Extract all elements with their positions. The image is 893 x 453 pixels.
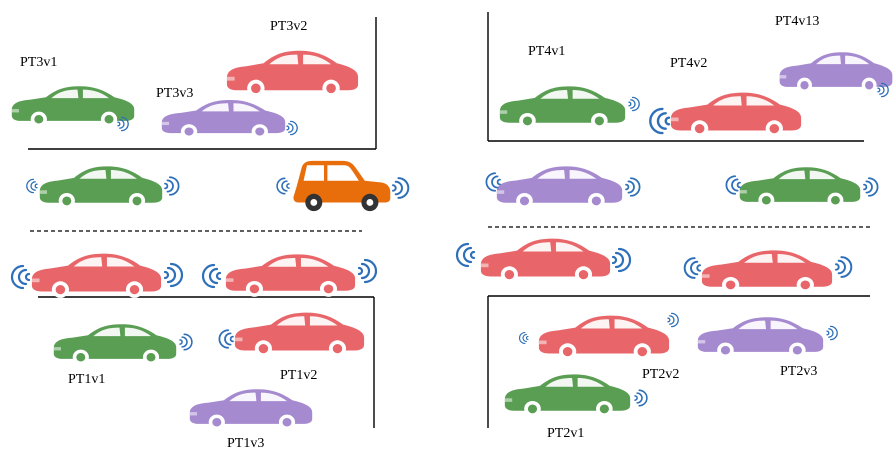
signal-left-lane2-b-front-wireless-signal-icon [357, 258, 378, 284]
signal-orange-back-wireless-signal-icon [276, 177, 290, 195]
label-pt1v3: PT1v3 [227, 436, 264, 451]
car-pt2v2-sedan-car-icon [538, 315, 670, 360]
road-lines [28, 12, 872, 428]
label-pt4v2: PT4v2 [670, 56, 707, 71]
car-left-lane2-b-sedan-car-icon [225, 254, 356, 297]
label-pt2v2: PT2v2 [642, 367, 679, 382]
signal-left-lane2-a-front-wireless-signal-icon [163, 262, 184, 288]
label-pt3v1: PT3v1 [20, 55, 57, 70]
car-pt3v1-sedan-car-icon [11, 86, 135, 127]
car-pt1v1-sedan-car-icon [53, 324, 177, 365]
label-pt4v1: PT4v1 [528, 44, 565, 59]
signal-pt4v1-wireless-signal-icon [628, 96, 640, 112]
car-pt2v3-sedan-car-icon [697, 317, 824, 358]
car-pt4v2-sedan-car-icon [670, 92, 802, 137]
car-pt4v1-sedan-car-icon [499, 86, 626, 129]
car-orange-hatchback-hatchback-car-icon [293, 160, 391, 212]
signal-right-lane2-b-front-wireless-signal-icon [835, 256, 853, 278]
car-right-lane1-b-sedan-car-icon [739, 167, 861, 208]
signal-orange-front-wireless-signal-icon [392, 177, 410, 199]
car-pt4v13-sedan-car-icon [779, 52, 893, 93]
car-left-lane2-a-sedan-car-icon [31, 253, 162, 298]
signal-left-lane2-a-back-wireless-signal-icon [10, 264, 31, 290]
label-pt2v3: PT2v3 [780, 364, 817, 379]
label-pt4v13: PT4v13 [775, 14, 819, 29]
signal-left-lane1-front-wireless-signal-icon [164, 176, 180, 196]
signal-pt2v2-back-wireless-signal-icon [518, 331, 529, 345]
signal-pt3v3-wireless-signal-icon [286, 120, 298, 136]
car-pt3v3-sedan-car-icon [161, 100, 286, 139]
car-pt3v2-sedan-car-icon [226, 50, 359, 97]
label-pt3v3: PT3v3 [156, 86, 193, 101]
signal-right-lane2-b-back-wireless-signal-icon [683, 257, 701, 279]
signal-right-lane1-b-front-wireless-signal-icon [863, 177, 879, 197]
label-pt2v1: PT2v1 [547, 426, 584, 441]
car-pt2v1-sedan-car-icon [504, 374, 631, 417]
car-right-lane2-sedan-car-icon [480, 238, 611, 283]
car-left-lane1-sedan-car-icon [39, 166, 163, 209]
signal-pt1v2-back-wireless-signal-icon [218, 329, 234, 349]
label-pt3v2: PT3v2 [270, 19, 307, 34]
signal-right-lane1-a-front-wireless-signal-icon [625, 177, 641, 197]
car-right-lane1-a-sedan-car-icon [496, 166, 623, 209]
signal-pt2v1-wireless-signal-icon [634, 389, 648, 407]
vehicle-labels: PT3v1 PT3v2 PT3v3 PT4v1 PT4v2 PT4v13 PT1… [20, 14, 819, 451]
signal-pt2v3-wireless-signal-icon [826, 325, 838, 341]
signal-pt4v2-back-wireless-signal-icon [649, 107, 671, 135]
signal-right-lane2-front-wireless-signal-icon [611, 247, 632, 273]
signal-pt1v1-wireless-signal-icon [179, 333, 193, 351]
car-right-lane2-b-sedan-car-icon [701, 250, 833, 293]
signal-left-lane2-b-back-wireless-signal-icon [201, 263, 222, 289]
label-pt1v1: PT1v1 [68, 372, 105, 387]
vehicles [11, 50, 893, 430]
signal-left-lane1-back-wireless-signal-icon [26, 178, 38, 194]
car-pt1v3-sedan-car-icon [189, 389, 313, 430]
label-pt1v2: PT1v2 [280, 368, 317, 383]
signal-right-lane1-b-back-wireless-signal-icon [725, 175, 741, 195]
signal-right-lane2-back-wireless-signal-icon [455, 242, 476, 268]
car-pt1v2-sedan-car-icon [234, 312, 365, 357]
signal-pt2v2-front-wireless-signal-icon [667, 312, 679, 328]
signal-right-lane1-a-back-wireless-signal-icon [485, 172, 501, 192]
